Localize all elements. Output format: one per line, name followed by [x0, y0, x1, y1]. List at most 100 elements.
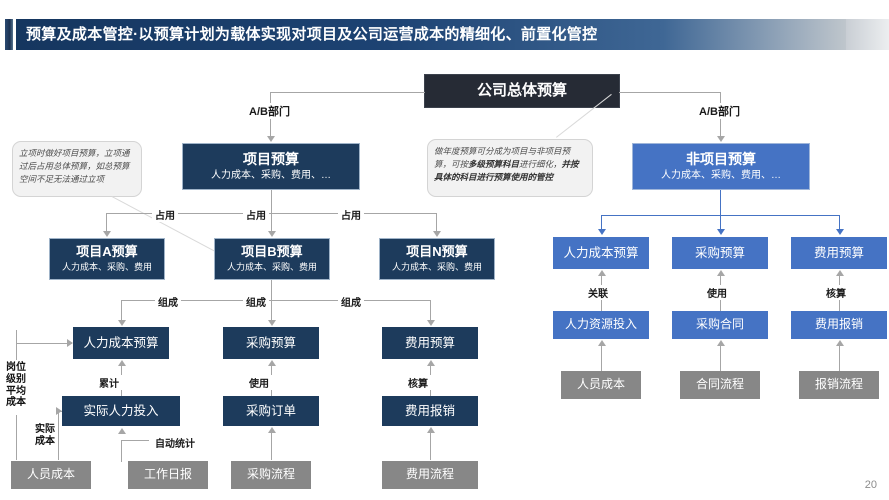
node-right-labor-cost-budget[interactable]: 人力成本预算	[553, 237, 649, 269]
arrow-source-2	[268, 427, 276, 433]
label-line-4: 成本	[6, 397, 26, 409]
connector-right-src-3	[839, 346, 840, 371]
connector-project-stem	[271, 190, 272, 213]
node-label: 人员成本	[26, 467, 75, 482]
arrow-right-branch	[717, 136, 725, 142]
connector-spine-left	[270, 92, 425, 93]
connector-projectN-drop	[436, 213, 437, 233]
node-right-procurement-budget[interactable]: 采购预算	[672, 237, 768, 269]
connector-autostat-v	[121, 440, 122, 462]
node-label: 费用预算	[404, 335, 455, 350]
node-label: 工作日报	[143, 467, 192, 482]
connector-compose-stem	[271, 280, 272, 300]
node-label: 费用报销	[404, 403, 455, 418]
edge-label-right-account: 核算	[823, 285, 849, 300]
edge-label-occupy-3: 占用	[338, 207, 364, 222]
label-actual-cost: 实际 成本	[33, 424, 57, 448]
node-right-expense-reimbursement[interactable]: 费用报销	[791, 311, 887, 339]
node-hr-resource-input[interactable]: 人力资源投入	[553, 311, 649, 339]
connector-right-drop-3	[839, 215, 840, 231]
connector-compose-bus	[121, 300, 431, 301]
node-actual-labor-input[interactable]: 实际人力投入	[62, 396, 180, 426]
node-procurement-contract[interactable]: 采购合同	[672, 311, 768, 339]
node-non-project-budget[interactable]: 非项目预算 人力成本、采购、费用、…	[632, 143, 810, 190]
connector-right-drop-2	[720, 215, 721, 231]
node-label: 采购预算	[245, 335, 296, 350]
title-accent-bar	[5, 19, 13, 50]
edge-label-right-department: A/B部门	[696, 103, 743, 119]
node-title: 项目B预算	[241, 244, 303, 260]
callout-annual-budget: 做年度预算可分成为项目与非项目预算，可按多级预算科目进行细化，并按具体的科目进行…	[427, 139, 593, 197]
arrow-compose-1	[118, 320, 126, 326]
arrow-right-rel-1	[598, 270, 606, 276]
node-label: 公司总体预算	[476, 82, 567, 100]
connector-projectA-drop	[106, 213, 107, 233]
node-label: 费用报销	[814, 317, 863, 332]
label-line-2: 成本	[35, 435, 55, 447]
label-position-level-average-cost: 岗位 级别 平均 成本	[5, 362, 27, 409]
connector-compose-drop-2	[271, 300, 272, 322]
node-label: 采购流程	[246, 467, 295, 482]
node-procurement-budget[interactable]: 采购预算	[223, 327, 319, 359]
node-label: 报销流程	[814, 377, 863, 392]
connector-right-src-1	[601, 346, 602, 371]
node-label: 人力成本预算	[83, 335, 159, 350]
node-label: 实际人力投入	[83, 403, 159, 418]
connector-avgcost-v-down	[16, 415, 17, 460]
node-label: 费用流程	[405, 467, 454, 482]
node-expense-process[interactable]: 费用流程	[382, 461, 478, 489]
connector-nonproject-stem	[720, 190, 721, 215]
node-purchase-order[interactable]: 采购订单	[223, 396, 319, 426]
node-label: 采购合同	[695, 317, 744, 332]
connector-projectB-drop	[271, 213, 272, 233]
node-procurement-process[interactable]: 采购流程	[231, 461, 311, 489]
arrow-projectN	[433, 231, 441, 237]
arrow-actualcost	[56, 407, 62, 415]
connector-avgcost-v-up	[16, 330, 17, 360]
arrow-source-3	[427, 427, 435, 433]
edge-label-account: 核算	[405, 375, 431, 390]
node-right-personnel-cost[interactable]: 人员成本	[561, 371, 641, 399]
node-project-n-budget[interactable]: 项目N预算 人力成本、采购、费用	[379, 238, 495, 280]
connector-root-stem	[521, 91, 522, 92]
edge-label-use: 使用	[246, 375, 272, 390]
connector-autostat-h	[121, 440, 149, 441]
edge-label-compose-2: 组成	[243, 294, 269, 309]
title-bar-tail	[846, 19, 889, 50]
node-label: 采购预算	[694, 245, 745, 260]
page-number: 20	[864, 479, 877, 491]
arrow-right-1	[598, 229, 606, 235]
node-reimbursement-process[interactable]: 报销流程	[799, 371, 879, 399]
connector-compose-drop-1	[121, 300, 122, 322]
connector-actualcost-v	[58, 411, 59, 460]
node-project-a-budget[interactable]: 项目A预算 人力成本、采购、费用	[49, 238, 165, 280]
title-bar	[16, 19, 846, 50]
connector-compose-drop-3	[430, 300, 431, 322]
node-project-budget[interactable]: 项目预算 人力成本、采购、费用、…	[182, 143, 360, 190]
node-subtitle: 人力成本、采购、费用	[391, 262, 482, 273]
node-contract-process[interactable]: 合同流程	[680, 371, 760, 399]
node-expense-reimbursement[interactable]: 费用报销	[382, 396, 478, 426]
arrow-right-src-2	[717, 340, 725, 346]
node-subtitle: 人力成本、采购、费用、…	[211, 169, 331, 181]
arrow-right-rel-2	[717, 270, 725, 276]
connector-avgcost-h-top	[16, 343, 72, 344]
node-expense-budget[interactable]: 费用预算	[382, 327, 478, 359]
node-labor-cost-budget[interactable]: 人力成本预算	[73, 327, 169, 359]
arrow-actual-2	[268, 360, 276, 366]
node-label: 人力资源投入	[564, 317, 637, 332]
connector-right-src-2	[720, 346, 721, 371]
page-title: 预算及成本管控·以预算计划为载体实现对项目及公司运营成本的精细化、前置化管控	[26, 26, 598, 43]
edge-label-accumulate: 累计	[96, 375, 122, 390]
node-label: 采购订单	[245, 403, 296, 418]
label-line-1: 实际	[35, 424, 55, 435]
node-subtitle: 人力成本、采购、费用、…	[661, 169, 781, 181]
connector-right-drop-1	[601, 215, 602, 231]
node-project-b-budget[interactable]: 项目B预算 人力成本、采购、费用	[214, 238, 330, 280]
node-company-total-budget[interactable]: 公司总体预算	[424, 74, 620, 108]
arrow-projectA	[103, 231, 111, 237]
node-daily-work-report[interactable]: 工作日报	[128, 461, 208, 489]
node-personnel-cost[interactable]: 人员成本	[11, 461, 91, 489]
label-line-2: 级别	[6, 373, 26, 385]
node-right-expense-budget[interactable]: 费用预算	[791, 237, 887, 269]
